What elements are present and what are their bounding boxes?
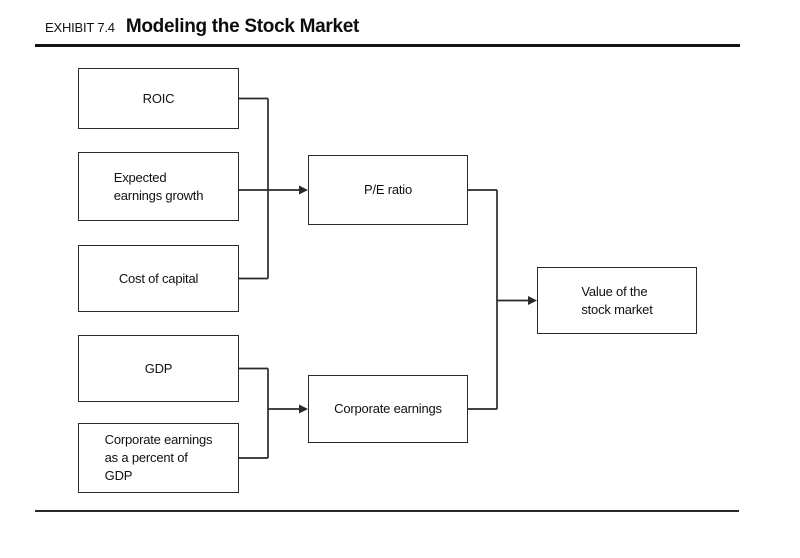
node-expected-earnings-growth: Expected earnings growth [78, 152, 239, 221]
arrowhead-corporate-earnings [299, 404, 308, 414]
node-cost-of-capital-label: Cost of capital [118, 270, 199, 286]
node-corporate-earnings-pct-gdp-label: Corporate earnings as a percent of GDP [104, 432, 213, 483]
node-corporate-earnings-pct-gdp: Corporate earnings as a percent of GDP [78, 423, 239, 493]
node-gdp-label: GDP [144, 360, 173, 376]
node-expected-earnings-growth-label: Expected earnings growth [113, 169, 204, 203]
node-roic: ROIC [78, 68, 239, 129]
exhibit-number-label: EXHIBIT 7.4 [45, 20, 115, 35]
node-value-of-stock-market: Value of the stock market [537, 267, 697, 334]
node-corporate-earnings-label: Corporate earnings [334, 401, 442, 416]
node-gdp: GDP [78, 335, 239, 402]
node-value-of-stock-market-label: Value of the stock market [581, 283, 653, 317]
arrowhead-pe-ratio [299, 185, 308, 195]
node-cost-of-capital: Cost of capital [78, 245, 239, 312]
arrowhead-value-of-stock-market [528, 296, 537, 305]
figure-header: EXHIBIT 7.4 Modeling the Stock Market [45, 16, 359, 38]
node-corporate-earnings: Corporate earnings [308, 375, 468, 443]
top-rule [35, 44, 740, 47]
node-pe-ratio-label: P/E ratio [363, 182, 413, 197]
node-pe-ratio: P/E ratio [308, 155, 468, 225]
bottom-rule [35, 510, 739, 512]
node-roic-label: ROIC [142, 90, 175, 106]
figure-title: Modeling the Stock Market [125, 16, 360, 37]
